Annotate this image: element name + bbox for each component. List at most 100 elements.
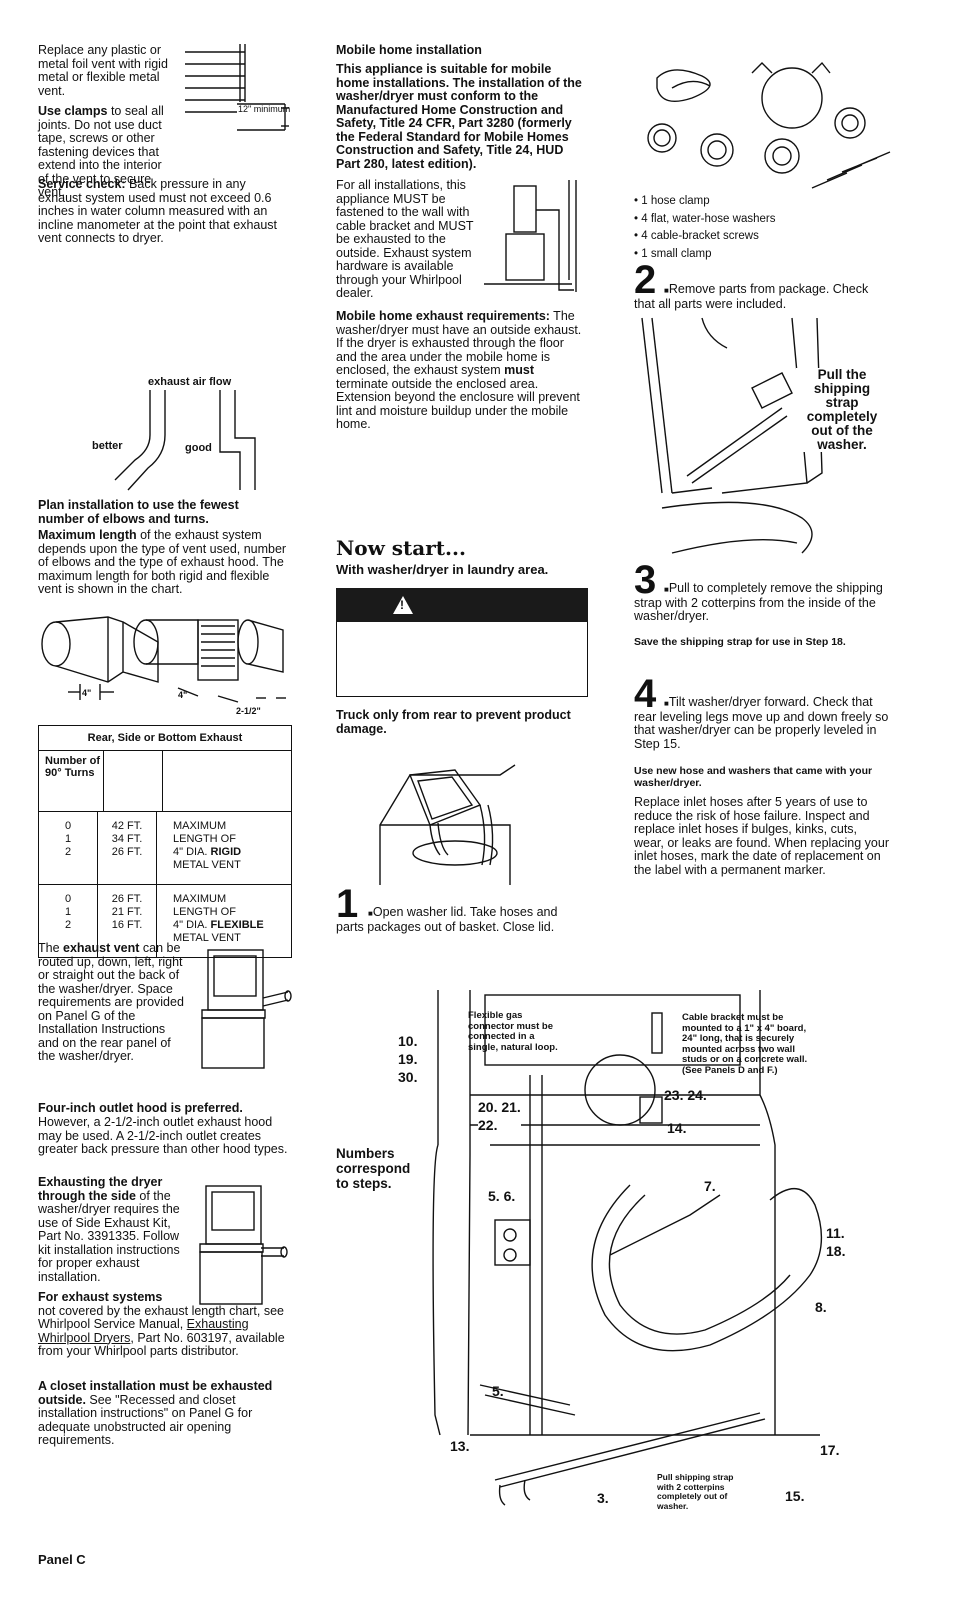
table-cell: MAXIMUM: [173, 820, 227, 832]
step-3-text: ■Pull to completely remove the shipping …: [634, 581, 883, 623]
list-item: • 1 hose clamp: [634, 195, 710, 207]
parts-package-diagram: [647, 61, 891, 189]
truck-text: Truck only from rear to prevent product …: [336, 708, 571, 736]
hose-paragraph: Replace inlet hoses after 5 years of use…: [634, 795, 889, 877]
step-1-text: ■Open washer lid. Take hoses and parts p…: [336, 905, 558, 934]
step-ref-15: 15.: [785, 1488, 805, 1504]
other-systems-paragraph: For exhaust systems not covered by the e…: [38, 1290, 288, 1359]
four-inch-text: However, a 2-1/2-inch outlet exhaust hoo…: [38, 1115, 288, 1156]
numbers-note: Numbers correspond to steps.: [336, 1146, 411, 1191]
table-cell: METAL VENT: [173, 859, 241, 871]
four-inch-heading: Four-inch outlet hood is preferred.: [38, 1101, 243, 1115]
step-ref-14: 14.: [667, 1120, 687, 1136]
warning-header: !: [336, 588, 588, 622]
cable-bracket-note: Cable bracket must be mounted to a 1" x …: [682, 1012, 808, 1076]
step-ref-17: 17.: [820, 1442, 840, 1458]
clamps-paragraph: Use clamps to seal all joints. Do not us…: [38, 104, 168, 200]
parts-list: • 1 hose clamp • 4 flat, water-hose wash…: [634, 195, 894, 260]
step-2-number: 2: [634, 258, 657, 302]
fasten-paragraph: For all installations, this appliance MU…: [336, 178, 474, 300]
table-cell: 34 FT.: [111, 833, 143, 845]
exhaust-length-table: Rear, Side or Bottom Exhaust Number of 9…: [38, 725, 292, 958]
mh-exhaust-text: The washer/dryer must have an outside ex…: [336, 309, 582, 377]
gas-connector-note: Flexible gas connector must be connected…: [468, 1010, 558, 1053]
mh-exhaust-paragraph: Mobile home exhaust requirements: The wa…: [336, 309, 588, 432]
step-ref: 20. 21.: [478, 1099, 521, 1115]
step-ref: 19.: [398, 1051, 418, 1067]
table-cell: MAXIMUM: [173, 893, 227, 905]
clamps-text: to seal all joints. Do not use duct tape…: [38, 104, 164, 199]
table-cell: 1: [64, 833, 72, 845]
side-exhaust-paragraph: Exhausting the dryer through the side of…: [38, 1175, 188, 1284]
route-text: can be routed up, down, left, right or s…: [38, 941, 184, 1063]
step-ref-8: 8.: [815, 1299, 827, 1315]
panel-label: Panel C: [38, 1552, 86, 1567]
step-ref-11-18: 11. 18.: [826, 1224, 845, 1260]
table-cell: 26 FT.: [111, 846, 143, 858]
part-item: 4 cable-bracket screws: [641, 230, 759, 242]
table-cell: 4" DIA.: [173, 846, 211, 858]
closet-text: See "Recessed and closet installation in…: [38, 1392, 253, 1447]
table-cell: RIGID: [210, 846, 242, 858]
step-1-number: 1: [336, 882, 359, 926]
exhaust-flow-label: exhaust air flow: [148, 376, 232, 388]
side-exhaust-lead: Exhausting the dryer through the side: [38, 1175, 163, 1203]
warning-exclamation: !: [400, 598, 404, 612]
table-cell: 2: [64, 846, 72, 858]
part-item: 1 hose clamp: [641, 195, 710, 207]
step-ref: 11.: [826, 1225, 845, 1241]
list-item: • 4 flat, water-hose washers: [634, 212, 776, 225]
step-ref-3: 3.: [597, 1490, 609, 1506]
service-lead: Service check:: [38, 177, 126, 191]
step-2-instruction: Remove parts from package. Check that al…: [634, 282, 869, 311]
mh-exhaust-text-end: terminate outside the enclosed area. Ext…: [336, 376, 580, 431]
table-cell: 0: [64, 820, 72, 832]
route-paragraph: The exhaust vent can be routed up, down,…: [38, 941, 188, 1064]
max-length-text: of the exhaust system depends upon the t…: [38, 528, 287, 596]
closet-lead: A closet installation must be exhausted …: [38, 1379, 273, 1407]
mh-exhaust-must: must: [504, 363, 535, 377]
washer-open-lid-diagram: [379, 764, 516, 885]
warning-triangle-icon: [393, 596, 413, 614]
table-cell: 0: [64, 893, 72, 905]
step-ref-23-24: 23. 24.: [664, 1087, 707, 1103]
step-4-instruction: Tilt washer/dryer forward. Check that re…: [634, 695, 889, 751]
now-start-subheading: With washer/dryer in laundry area.: [336, 562, 549, 577]
mobile-home-heading: Mobile home installation: [336, 43, 482, 57]
list-item: • 1 small clamp: [634, 247, 712, 260]
clamps-lead: Use clamps: [38, 104, 108, 118]
table-cell: 42 FT.: [111, 820, 143, 832]
table-cell: FLEXIBLE: [210, 919, 264, 931]
service-paragraph: Service check: Back pressure in any exha…: [38, 177, 288, 246]
max-length-paragraph: Maximum length of the exhaust system dep…: [38, 528, 288, 597]
twelve-inch-label: 12" minimum: [238, 104, 291, 114]
table-cell: 21 FT.: [111, 906, 143, 918]
part-item: 4 flat, water-hose washers: [641, 212, 776, 225]
step-3-instruction: Pull to completely remove the shipping s…: [634, 581, 883, 623]
hood-dim-2: 4": [178, 690, 188, 700]
table-cell: 1: [64, 906, 72, 918]
now-start-heading: Now start...: [336, 536, 466, 560]
mobile-home-install-diagram: [484, 180, 577, 292]
route-lead: exhaust vent: [63, 941, 140, 955]
hood-dim-1: 4": [82, 688, 92, 698]
strap-note: Pull shipping strap with 2 cotterpins co…: [657, 1472, 734, 1511]
step-ref-5: 5.: [492, 1383, 504, 1399]
washer-dryer-rear-vent-diagram: [201, 949, 292, 1069]
table-title: Rear, Side or Bottom Exhaust: [39, 726, 291, 751]
washer-dryer-side-vent-diagram: [199, 1185, 288, 1305]
table-cell: METAL VENT: [173, 932, 241, 944]
other-systems-text: not covered by the exhaust length chart,…: [38, 1303, 284, 1331]
mobile-home-conformance: This appliance is suitable for mobile ho…: [336, 62, 582, 171]
list-item: • 4 cable-bracket screws: [634, 230, 759, 242]
step-1-instruction: Open washer lid. Take hoses and parts pa…: [336, 905, 558, 934]
warning-body: [336, 622, 588, 697]
step-2-text: ■Remove parts from package. Check that a…: [634, 282, 869, 311]
pull-strap-callout: Pull the shipping strap completely out o…: [796, 368, 888, 452]
service-manual-title: Exhausting Whirlpool Dryers: [38, 1317, 249, 1345]
step-3-number: 3: [634, 558, 657, 602]
step-ref: 30.: [398, 1069, 418, 1085]
plan-heading: Plan installation to use the fewest numb…: [38, 498, 239, 526]
